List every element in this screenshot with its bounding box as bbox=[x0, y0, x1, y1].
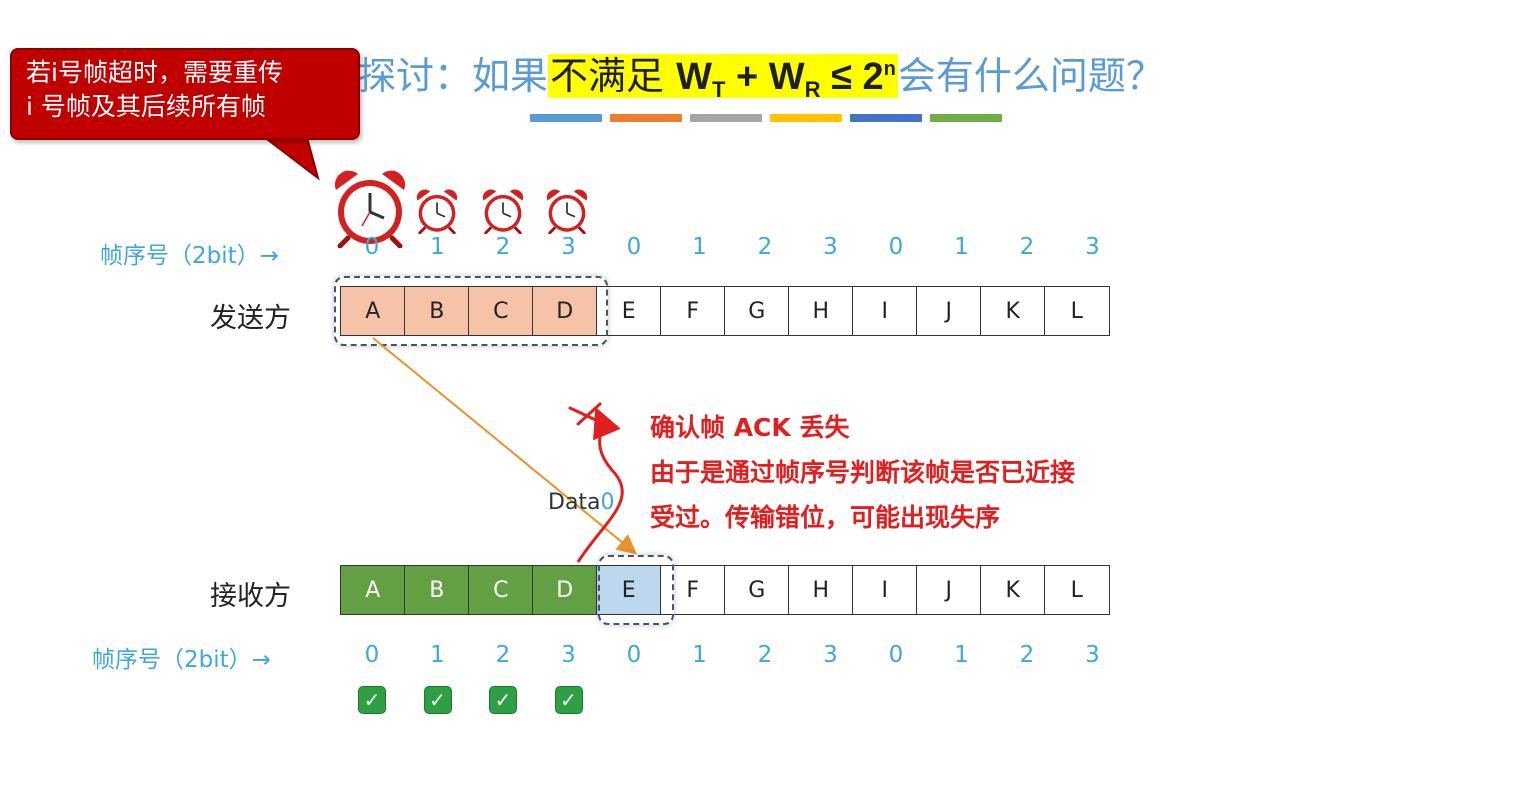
receiver-frame-l: L bbox=[1044, 565, 1110, 615]
sender-frame-b: B bbox=[404, 286, 470, 336]
sender-seq-number: 1 bbox=[430, 234, 445, 260]
sender-window bbox=[334, 276, 608, 346]
callout-line-2: i 号帧及其后续所有帧 bbox=[26, 92, 266, 121]
sender-frame-j: J bbox=[916, 286, 982, 336]
alarm-clock-icon bbox=[416, 189, 458, 234]
title-color-bar bbox=[610, 114, 682, 122]
receiver-window bbox=[598, 555, 674, 625]
receiver-seq-number: 3 bbox=[823, 642, 838, 668]
sender-seq-number: 2 bbox=[1019, 234, 1035, 260]
receiver-frame-a: A bbox=[340, 565, 406, 615]
receiver-seq-number: 3 bbox=[1085, 642, 1100, 668]
title-color-bar bbox=[690, 114, 762, 122]
callout-line-1: 若i号帧超时，需要重传 bbox=[26, 58, 283, 87]
sender-seq-number: 1 bbox=[954, 234, 969, 260]
receiver-frame-g: G bbox=[724, 565, 790, 615]
math-w-r: W bbox=[768, 56, 805, 98]
sender-frame-i: I bbox=[852, 286, 918, 336]
sender-frame-d: D bbox=[532, 286, 598, 336]
sender-seq-number: 0 bbox=[888, 234, 904, 260]
explanation-line-2: 由于是通过帧序号判断该帧是否已近接 bbox=[650, 458, 1076, 487]
title-highlight-text: 不满足 bbox=[550, 54, 665, 98]
sender-frame-l: L bbox=[1044, 286, 1110, 336]
sender-seq-number: 0 bbox=[626, 234, 642, 260]
explanation-text: 确认帧 ACK 丢失 由于是通过帧序号判断该帧是否已近接 受过。传输错位，可能出… bbox=[650, 405, 1075, 540]
receiver-frame-i: I bbox=[852, 565, 918, 615]
receiver-seq-number: 1 bbox=[692, 642, 707, 668]
sender-seq-row: 0 1 2 3 0 1 2 3 0 1 2 3 bbox=[340, 234, 1125, 260]
alarm-clock-icon bbox=[334, 170, 406, 248]
receiver-label: 接收方 bbox=[210, 581, 291, 612]
alarm-clock-icon bbox=[546, 189, 588, 234]
title-color-bar bbox=[530, 114, 602, 122]
callout-text: 若i号帧超时，需要重传 i 号帧及其后续所有帧 bbox=[26, 56, 346, 124]
data-arrow bbox=[372, 337, 638, 555]
receiver-seq-row: 0 1 2 3 0 1 2 3 0 1 2 3 bbox=[340, 642, 1125, 668]
receiver-seq-label: 帧序号（2bit）→ bbox=[92, 647, 271, 673]
sender-label: 发送方 bbox=[210, 303, 291, 334]
receiver-frame-b: B bbox=[404, 565, 470, 615]
title-color-bar bbox=[930, 114, 1002, 122]
lost-x-icon bbox=[568, 402, 602, 426]
sender-frame-a: A bbox=[340, 286, 406, 336]
receiver-seq-number: 2 bbox=[757, 642, 773, 668]
sender-seq-number: 3 bbox=[823, 234, 838, 260]
sender-seq-number: 3 bbox=[561, 234, 576, 260]
receiver-frame-d: D bbox=[532, 565, 598, 615]
receiver-frame-f: F bbox=[660, 565, 726, 615]
sender-seq-number: 2 bbox=[495, 234, 511, 260]
receiver-seq-number: 0 bbox=[888, 642, 904, 668]
receiver-frame-k: K bbox=[980, 565, 1046, 615]
receiver-seq-number: 1 bbox=[430, 642, 445, 668]
sender-seq-number: 1 bbox=[692, 234, 707, 260]
math-leq: ≤ 2 bbox=[820, 56, 884, 98]
title-prefix: 探讨：如果 bbox=[358, 54, 549, 98]
receiver-seq-number: 0 bbox=[364, 642, 380, 668]
receiver-frame-j: J bbox=[916, 565, 982, 615]
math-plus: + bbox=[725, 56, 769, 98]
title-color-bar bbox=[770, 114, 842, 122]
title-suffix: 会有什么问题？ bbox=[897, 54, 1164, 98]
data-label: Data0 bbox=[548, 490, 615, 515]
explanation-line-3: 受过。传输错位，可能出现失序 bbox=[650, 503, 1001, 532]
math-sub-t: T bbox=[712, 77, 726, 102]
sender-seq-number: 0 bbox=[364, 234, 380, 260]
receiver-seq-number: 3 bbox=[561, 642, 576, 668]
receiver-frame-c: C bbox=[468, 565, 534, 615]
alarm-clock-icon bbox=[482, 189, 524, 234]
receiver-seq-number: 2 bbox=[495, 642, 511, 668]
sender-frame-g: G bbox=[724, 286, 790, 336]
title-color-bar bbox=[850, 114, 922, 122]
lost-ack-arrow bbox=[576, 406, 624, 563]
receiver-seq-number: 2 bbox=[1019, 642, 1035, 668]
sender-frame-c: C bbox=[468, 286, 534, 336]
sender-seq-number: 3 bbox=[1085, 234, 1100, 260]
callout-box bbox=[10, 48, 360, 140]
check-icon: ✓ bbox=[423, 686, 452, 714]
sender-frame-k: K bbox=[980, 286, 1046, 336]
sender-frame-h: H bbox=[788, 286, 854, 336]
sender-seq-label: 帧序号（2bit）→ bbox=[100, 243, 279, 269]
check-icon: ✓ bbox=[358, 686, 386, 714]
data-label-num: 0 bbox=[600, 490, 615, 515]
sender-frame-f: F bbox=[660, 286, 726, 336]
math-w-t: W bbox=[676, 56, 712, 98]
receiver-frame-h: H bbox=[788, 565, 854, 615]
check-icon: ✓ bbox=[554, 686, 583, 714]
page-title: 探讨：如果不满足 WT + WR ≤ 2n会有什么问题？ bbox=[358, 44, 1164, 102]
sender-seq-number: 2 bbox=[757, 234, 773, 260]
title-highlight: 不满足 WT + WR ≤ 2n bbox=[548, 54, 898, 102]
receiver-seq-number: 1 bbox=[954, 642, 969, 668]
receiver-seq-number: 0 bbox=[626, 642, 642, 668]
math-sub-r: R bbox=[804, 77, 821, 102]
check-icon: ✓ bbox=[489, 686, 517, 714]
math-sup-n: n bbox=[883, 58, 896, 80]
explanation-line-1: 确认帧 ACK 丢失 bbox=[650, 413, 850, 442]
data-label-text: Data bbox=[548, 490, 601, 515]
